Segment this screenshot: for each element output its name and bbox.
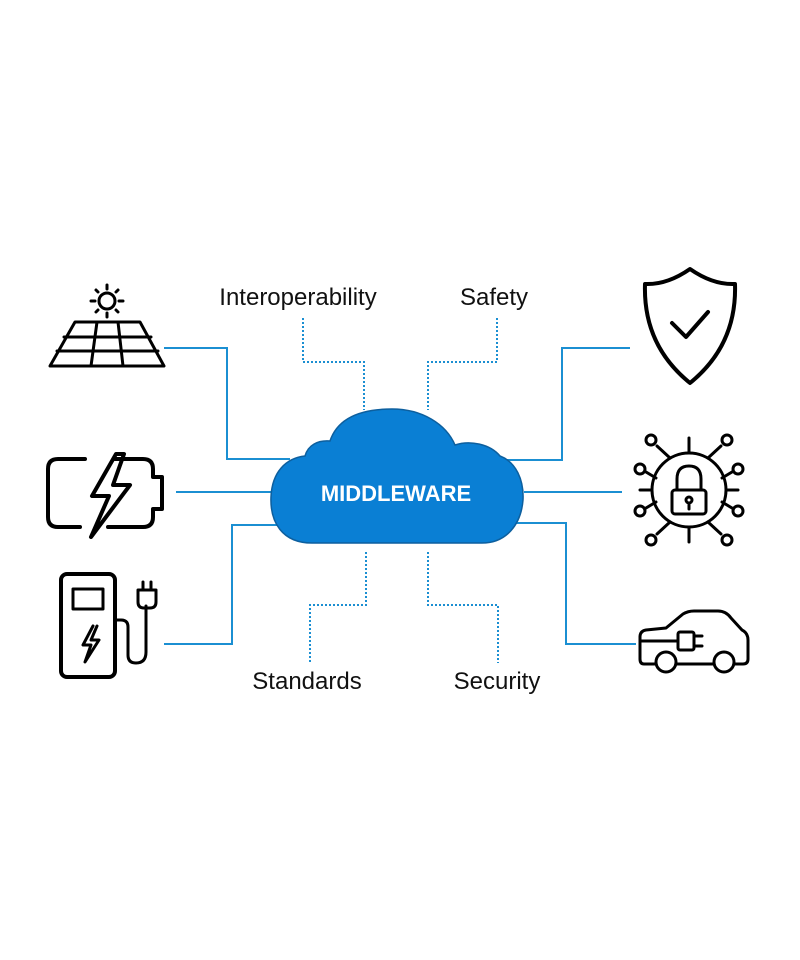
label-interoperability: Interoperability	[219, 284, 376, 311]
connector-car	[506, 522, 636, 645]
middleware-cloud	[270, 408, 524, 544]
label-standards: Standards	[252, 668, 361, 695]
connector-shield	[503, 347, 630, 461]
connector-standards	[309, 552, 367, 663]
circuit-lock-icon	[633, 433, 745, 547]
connector-security	[427, 552, 499, 663]
shield-check-icon	[642, 267, 738, 385]
label-safety: Safety	[460, 284, 528, 311]
solar-panel-icon	[48, 283, 166, 368]
connector-safety	[427, 318, 498, 410]
electric-car-icon	[638, 609, 750, 674]
connector-solar	[164, 347, 290, 460]
connector-charger	[164, 524, 290, 645]
battery-charging-icon	[46, 452, 164, 539]
ev-charging-station-icon	[59, 572, 158, 679]
connector-interoperability	[302, 318, 365, 410]
middleware-label: MIDDLEWARE	[321, 481, 471, 506]
label-security: Security	[454, 668, 541, 695]
